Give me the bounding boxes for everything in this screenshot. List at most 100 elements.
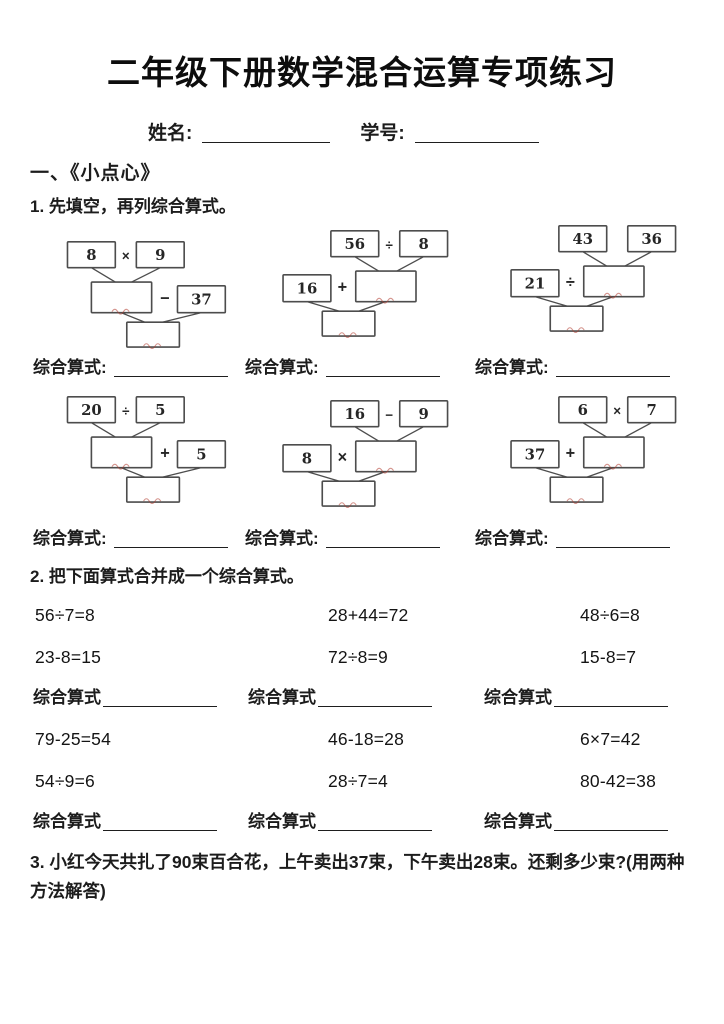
diagram-empty-box[interactable]	[354, 440, 417, 473]
diagram-connector-line	[91, 267, 116, 283]
diagram-connector-line	[396, 256, 424, 272]
answer-label: 综合算式	[248, 812, 316, 831]
diagram-operator: ÷	[386, 238, 394, 253]
answer-label: 综合算式	[484, 812, 552, 831]
diagram-connector-line	[306, 301, 340, 312]
diagram-connector-line	[396, 426, 424, 442]
diagram-operator: ×	[338, 448, 348, 466]
diagram-number: 36	[641, 231, 662, 248]
answer-blank[interactable]	[103, 690, 217, 707]
answer-blank[interactable]	[554, 814, 668, 831]
diagram-connector-line	[131, 422, 161, 438]
answer-item: 综合算式:	[245, 353, 475, 378]
question1-text: 1. 先填空，再列综合算式。	[30, 197, 236, 216]
diagram-number-box	[558, 225, 608, 253]
diagram-number: 8	[418, 236, 428, 253]
answer-blank[interactable]	[113, 531, 228, 548]
diagram-empty-box[interactable]	[90, 281, 153, 314]
answer-blank[interactable]	[555, 360, 670, 377]
diagram-number-box	[282, 444, 332, 473]
answer-blank[interactable]	[555, 531, 670, 548]
answer-row-3: 综合算式 综合算式 综合算式	[30, 683, 694, 708]
diagram-number-box	[66, 396, 117, 424]
diagram-empty-box[interactable]	[90, 436, 153, 469]
diagram-connector-line	[358, 471, 386, 482]
answer-label: 综合算式:	[245, 529, 319, 548]
diagram-empty-box[interactable]	[582, 265, 645, 298]
answer-item: 综合算式	[248, 683, 484, 708]
diagram-empty-box[interactable]	[321, 310, 376, 337]
student-id-blank[interactable]	[414, 123, 539, 143]
diagram-number: 5	[196, 447, 206, 464]
diagram-number-box	[176, 440, 227, 469]
diagram-number: 5	[155, 402, 165, 419]
diagram-operator: −	[160, 289, 170, 307]
diagram-number: 56	[344, 236, 365, 253]
diagram-connector-line	[624, 251, 652, 267]
diagram-number-box	[626, 225, 677, 253]
diagram-connector-line	[624, 422, 652, 438]
red-pen-mark	[566, 327, 585, 333]
answer-label: 综合算式:	[33, 358, 107, 377]
equation: 28+44=72	[328, 605, 409, 625]
page-title: 二年级下册数学混合运算专项练习	[107, 54, 617, 91]
red-pen-mark	[603, 292, 622, 299]
answer-label: 综合算式	[248, 688, 316, 707]
answer-blank[interactable]	[318, 814, 432, 831]
answer-blank[interactable]	[113, 360, 228, 377]
diagram-empty-box[interactable]	[354, 270, 417, 303]
diagram-number: 8	[86, 247, 96, 264]
equation: 56÷7=8	[35, 605, 95, 625]
diagram-operator: ×	[613, 404, 621, 419]
diagram-number: 16	[297, 281, 318, 298]
answer-label: 综合算式	[33, 688, 101, 707]
diagram-number: 6	[578, 402, 588, 419]
question2-text: 2. 把下面算式合并成一个综合算式。	[30, 567, 304, 586]
diagram-empty-box[interactable]	[125, 321, 181, 348]
diagram-empty-box[interactable]	[582, 436, 645, 469]
name-blank[interactable]	[202, 123, 331, 143]
answer-label: 综合算式	[33, 812, 101, 831]
answer-blank[interactable]	[554, 690, 668, 707]
diagram-number-box	[398, 230, 449, 258]
answer-label: 综合算式:	[245, 358, 319, 377]
diagram-operator: +	[160, 444, 170, 462]
answer-row-4: 综合算式 综合算式 综合算式	[30, 807, 694, 832]
answer-item: 综合算式:	[33, 353, 245, 378]
diagram-number-box	[330, 230, 380, 258]
diagram-connector-line	[586, 467, 614, 478]
diagram-number: 9	[155, 247, 165, 264]
answer-row-1: 综合算式: 综合算式: 综合算式:	[30, 353, 694, 378]
diagram-empty-box[interactable]	[549, 305, 604, 332]
red-pen-mark	[375, 297, 394, 304]
diagram-connector-line	[120, 312, 146, 323]
diagram-empty-box[interactable]	[549, 476, 604, 503]
section1-heading: 一、《小点心》	[30, 163, 161, 184]
diagram-number-box	[558, 396, 608, 424]
answer-item: 综合算式:	[245, 524, 475, 549]
answer-blank[interactable]	[103, 814, 217, 831]
equation: 72÷8=9	[328, 647, 388, 667]
diagram-number: 8	[302, 451, 312, 468]
diagram-number-box	[135, 241, 185, 269]
diagram-connector-line	[354, 256, 380, 272]
diagram-number: 21	[525, 276, 546, 293]
answer-blank[interactable]	[325, 531, 440, 548]
red-pen-mark	[338, 502, 357, 508]
diagram-number-box	[135, 396, 185, 424]
question3-text: 3. 小红今天共扎了90束百合花，上午卖出37束，下午卖出28束。还剩多少束?(…	[30, 852, 685, 901]
diagram-number: 43	[572, 231, 593, 248]
diagram-connector-line	[354, 426, 380, 442]
equation-row: 79-25=54 46-18=28 6×7=42	[30, 729, 694, 750]
answer-blank[interactable]	[318, 690, 432, 707]
diagram-empty-box[interactable]	[321, 480, 376, 507]
answer-blank[interactable]	[325, 360, 440, 377]
diagram-empty-box[interactable]	[125, 476, 181, 503]
diagram-operator: −	[385, 408, 393, 423]
